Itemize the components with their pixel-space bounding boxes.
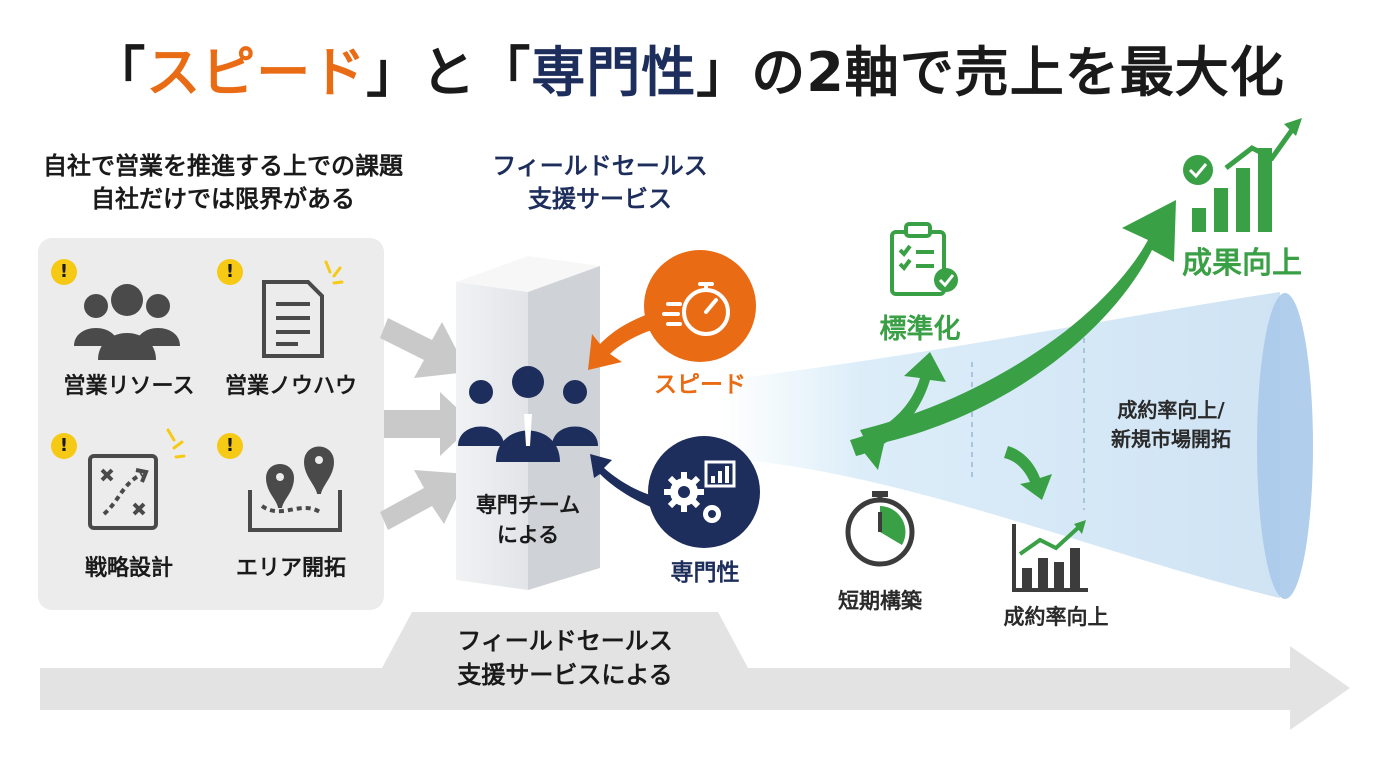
input-arrows [380, 318, 474, 530]
bar-chart-up-icon [1012, 520, 1088, 592]
service-heading-line1: フィールドセールス [492, 152, 708, 180]
funnel-label-line1: 成約率向上/ [1117, 398, 1225, 422]
funnel-shape [720, 292, 1280, 598]
service-box [456, 256, 600, 590]
speed-arrow [588, 310, 666, 370]
area-map-pin-icon [248, 446, 342, 532]
standardize-label: 標準化 [879, 314, 961, 345]
challenge-label-strategy: 戦略設計 [84, 556, 173, 581]
warning-mark: ! [59, 435, 69, 456]
close-rate-label: 成約率向上 [1003, 605, 1109, 629]
short-build-label: 短期構築 [838, 589, 922, 613]
funnel-label: 成約率向上/ 新規市場開拓 [1086, 396, 1256, 454]
title-rest: の2軸で売上を最大化 [751, 41, 1285, 104]
team-label-line2: による [496, 523, 560, 547]
bottom-banner-line2: 支援サービスによる [457, 661, 673, 689]
result-label: 成果向上 [1182, 246, 1302, 281]
expertise-label: 専門性 [670, 560, 740, 586]
short-build-arrow [862, 430, 884, 470]
challenge-label-resources: 営業リソース [63, 374, 195, 399]
speed-circle [644, 250, 756, 362]
title-bracket: 「 [91, 41, 147, 104]
challenges-panel [38, 238, 384, 610]
challenges-heading-line1: 自社で営業を推進する上での課題 [43, 152, 403, 180]
title-speed-word: スピード [146, 41, 367, 104]
strategy-map-icon [88, 454, 158, 530]
attention-ray-icon [166, 260, 344, 459]
close-rate-arrow [1004, 446, 1052, 500]
clipboard-check-icon [890, 222, 946, 296]
challenges-heading: 自社で営業を推進する上での課題 自社だけでは限界がある [18, 150, 428, 216]
stopwatch-icon [662, 282, 730, 336]
funnel-mouth [1257, 293, 1313, 599]
service-heading-line2: 支援サービス [528, 185, 672, 213]
team-people-icon [458, 366, 598, 462]
people-group-icon [74, 284, 180, 360]
funnel-label-line2: 新規市場開拓 [1111, 427, 1231, 451]
warning-mark: ! [225, 435, 235, 456]
document-icon [262, 280, 324, 358]
gears-chart-icon [664, 460, 736, 523]
challenge-label-area: エリア開拓 [235, 556, 346, 581]
warning-badges [51, 259, 243, 459]
short-build-stopwatch-icon [845, 491, 915, 567]
page-title: 「スピード」と「専門性」の2軸で売上を最大化 [0, 28, 1376, 107]
bottom-banner-line1: フィールドセールス [457, 627, 673, 655]
title-bracket: 」 [696, 41, 752, 104]
service-heading: フィールドセールス 支援サービス [440, 150, 760, 216]
warning-mark: ! [225, 261, 235, 282]
title-bracket-particle: 」と [366, 41, 477, 104]
challenges-heading-line2: 自社だけでは限界がある [91, 185, 355, 213]
team-label-line1: 専門チーム [475, 493, 581, 517]
bottom-long-arrow [40, 646, 1350, 730]
challenge-label-knowhow: 営業ノウハウ [224, 374, 357, 399]
team-label: 専門チーム による [446, 490, 610, 550]
speed-label: スピード [654, 372, 746, 398]
growth-bars-icon [1183, 118, 1302, 232]
title-expertise-word: 専門性 [531, 41, 697, 104]
standardize-arrow [850, 352, 946, 456]
bottom-banner-shape [382, 612, 748, 668]
bottom-banner-text: フィールドセールス 支援サービスによる [400, 624, 730, 692]
title-bracket: 「 [476, 41, 532, 104]
warning-mark: ! [59, 261, 69, 282]
